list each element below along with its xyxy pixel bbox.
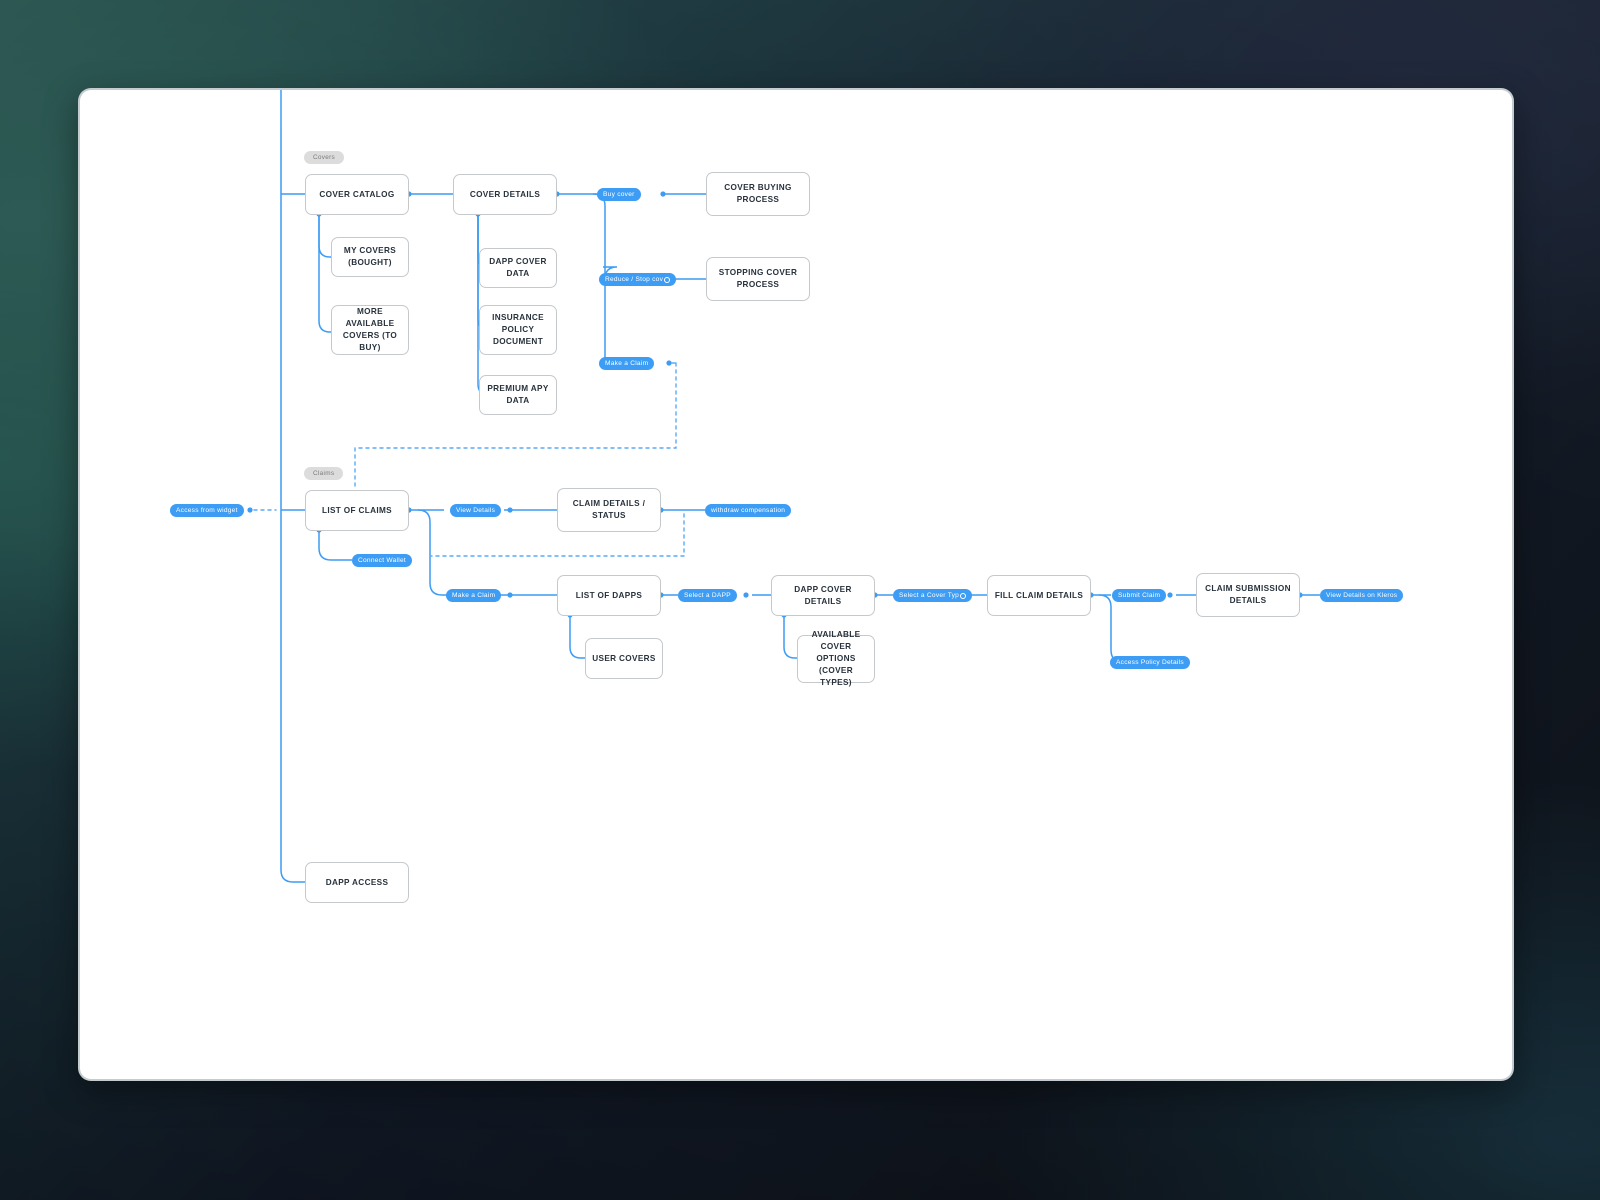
pill-select-a-dapp[interactable]: Select a DAPP <box>678 589 737 602</box>
pill-select-a-cover-type-label: Select a Cover Typ <box>899 592 960 599</box>
node-dapp-cover-details[interactable]: DAPP COVER DETAILS <box>771 575 875 616</box>
pill-select-a-cover-type[interactable]: Select a Cover Typ <box>893 589 973 602</box>
pill-access-from-widget[interactable]: Access from widget <box>170 504 244 517</box>
node-claim-submission-details[interactable]: CLAIM SUBMISSION DETAILS <box>1196 573 1300 617</box>
node-list-of-dapps[interactable]: LIST OF DAPPS <box>557 575 661 616</box>
pill-buy-cover[interactable]: Buy cover <box>597 188 641 201</box>
pill-make-a-claim-top[interactable]: Make a Claim <box>599 357 655 370</box>
pill-make-a-claim-bottom[interactable]: Make a Claim <box>446 589 502 602</box>
user-flow-diagram[interactable]: Covers Claims COVER CATALOG MY COVERS (B… <box>80 90 1512 1079</box>
pill-buy-cover-label: Buy cover <box>603 191 635 198</box>
node-cover-details[interactable]: COVER DETAILS <box>453 174 557 215</box>
truncation-circle-icon <box>960 592 967 599</box>
truncation-circle-icon <box>664 276 671 283</box>
pill-withdraw-compensation[interactable]: withdraw compensation <box>705 504 792 517</box>
pill-reduce-stop-cover[interactable]: Reduce / Stop cov <box>599 273 677 286</box>
pill-select-a-dapp-label: Select a DAPP <box>684 592 731 599</box>
pill-submit-claim-label: Submit Claim <box>1118 592 1161 599</box>
node-fill-claim-details[interactable]: FILL CLAIM DETAILS <box>987 575 1091 616</box>
pill-reduce-stop-cover-label: Reduce / Stop cov <box>605 276 664 283</box>
whiteboard-canvas[interactable]: Covers Claims COVER CATALOG MY COVERS (B… <box>78 88 1514 1081</box>
node-insurance-policy-document[interactable]: INSURANCE POLICY DOCUMENT <box>479 305 557 355</box>
node-list-of-claims[interactable]: LIST OF CLAIMS <box>305 490 409 531</box>
node-claim-details-status[interactable]: CLAIM DETAILS / STATUS <box>557 488 661 532</box>
node-my-covers-bought[interactable]: MY COVERS (BOUGHT) <box>331 237 409 277</box>
node-cover-buying-process[interactable]: COVER BUYING PROCESS <box>706 172 810 216</box>
node-available-cover-options[interactable]: AVAILABLE COVER OPTIONS (COVER TYPES) <box>797 630 875 687</box>
pill-access-policy-details-label: Access Policy Details <box>1116 659 1184 666</box>
group-chip-covers: Covers <box>304 151 345 164</box>
pill-make-a-claim-top-label: Make a Claim <box>605 360 649 367</box>
pill-make-a-claim-bottom-label: Make a Claim <box>452 592 496 599</box>
node-more-available-covers[interactable]: MORE AVAILABLE COVERS (TO BUY) <box>331 305 409 355</box>
pill-view-details[interactable]: View Details <box>450 504 502 517</box>
pill-view-details-label: View Details <box>456 507 496 514</box>
pill-connect-wallet[interactable]: Connect Wallet <box>352 554 412 567</box>
node-dapp-access[interactable]: DAPP ACCESS <box>305 862 409 903</box>
node-stopping-cover-process[interactable]: STOPPING COVER PROCESS <box>706 257 810 301</box>
node-cover-catalog[interactable]: COVER CATALOG <box>305 174 409 215</box>
node-user-covers[interactable]: USER COVERS <box>585 638 663 679</box>
pill-connect-wallet-label: Connect Wallet <box>358 557 406 564</box>
node-dapp-cover-data[interactable]: DAPP COVER DATA <box>479 248 557 288</box>
node-premium-apy-data[interactable]: PREMIUM APY DATA <box>479 375 557 415</box>
group-chip-claims: Claims <box>304 467 344 480</box>
pill-submit-claim[interactable]: Submit Claim <box>1112 589 1167 602</box>
pill-view-details-on-kleros-label: View Details on Kleros <box>1326 592 1398 599</box>
pill-access-policy-details[interactable]: Access Policy Details <box>1110 656 1190 669</box>
pill-withdraw-compensation-label: withdraw compensation <box>711 507 786 514</box>
pill-access-from-widget-label: Access from widget <box>176 507 238 514</box>
pill-view-details-on-kleros[interactable]: View Details on Kleros <box>1320 589 1404 602</box>
